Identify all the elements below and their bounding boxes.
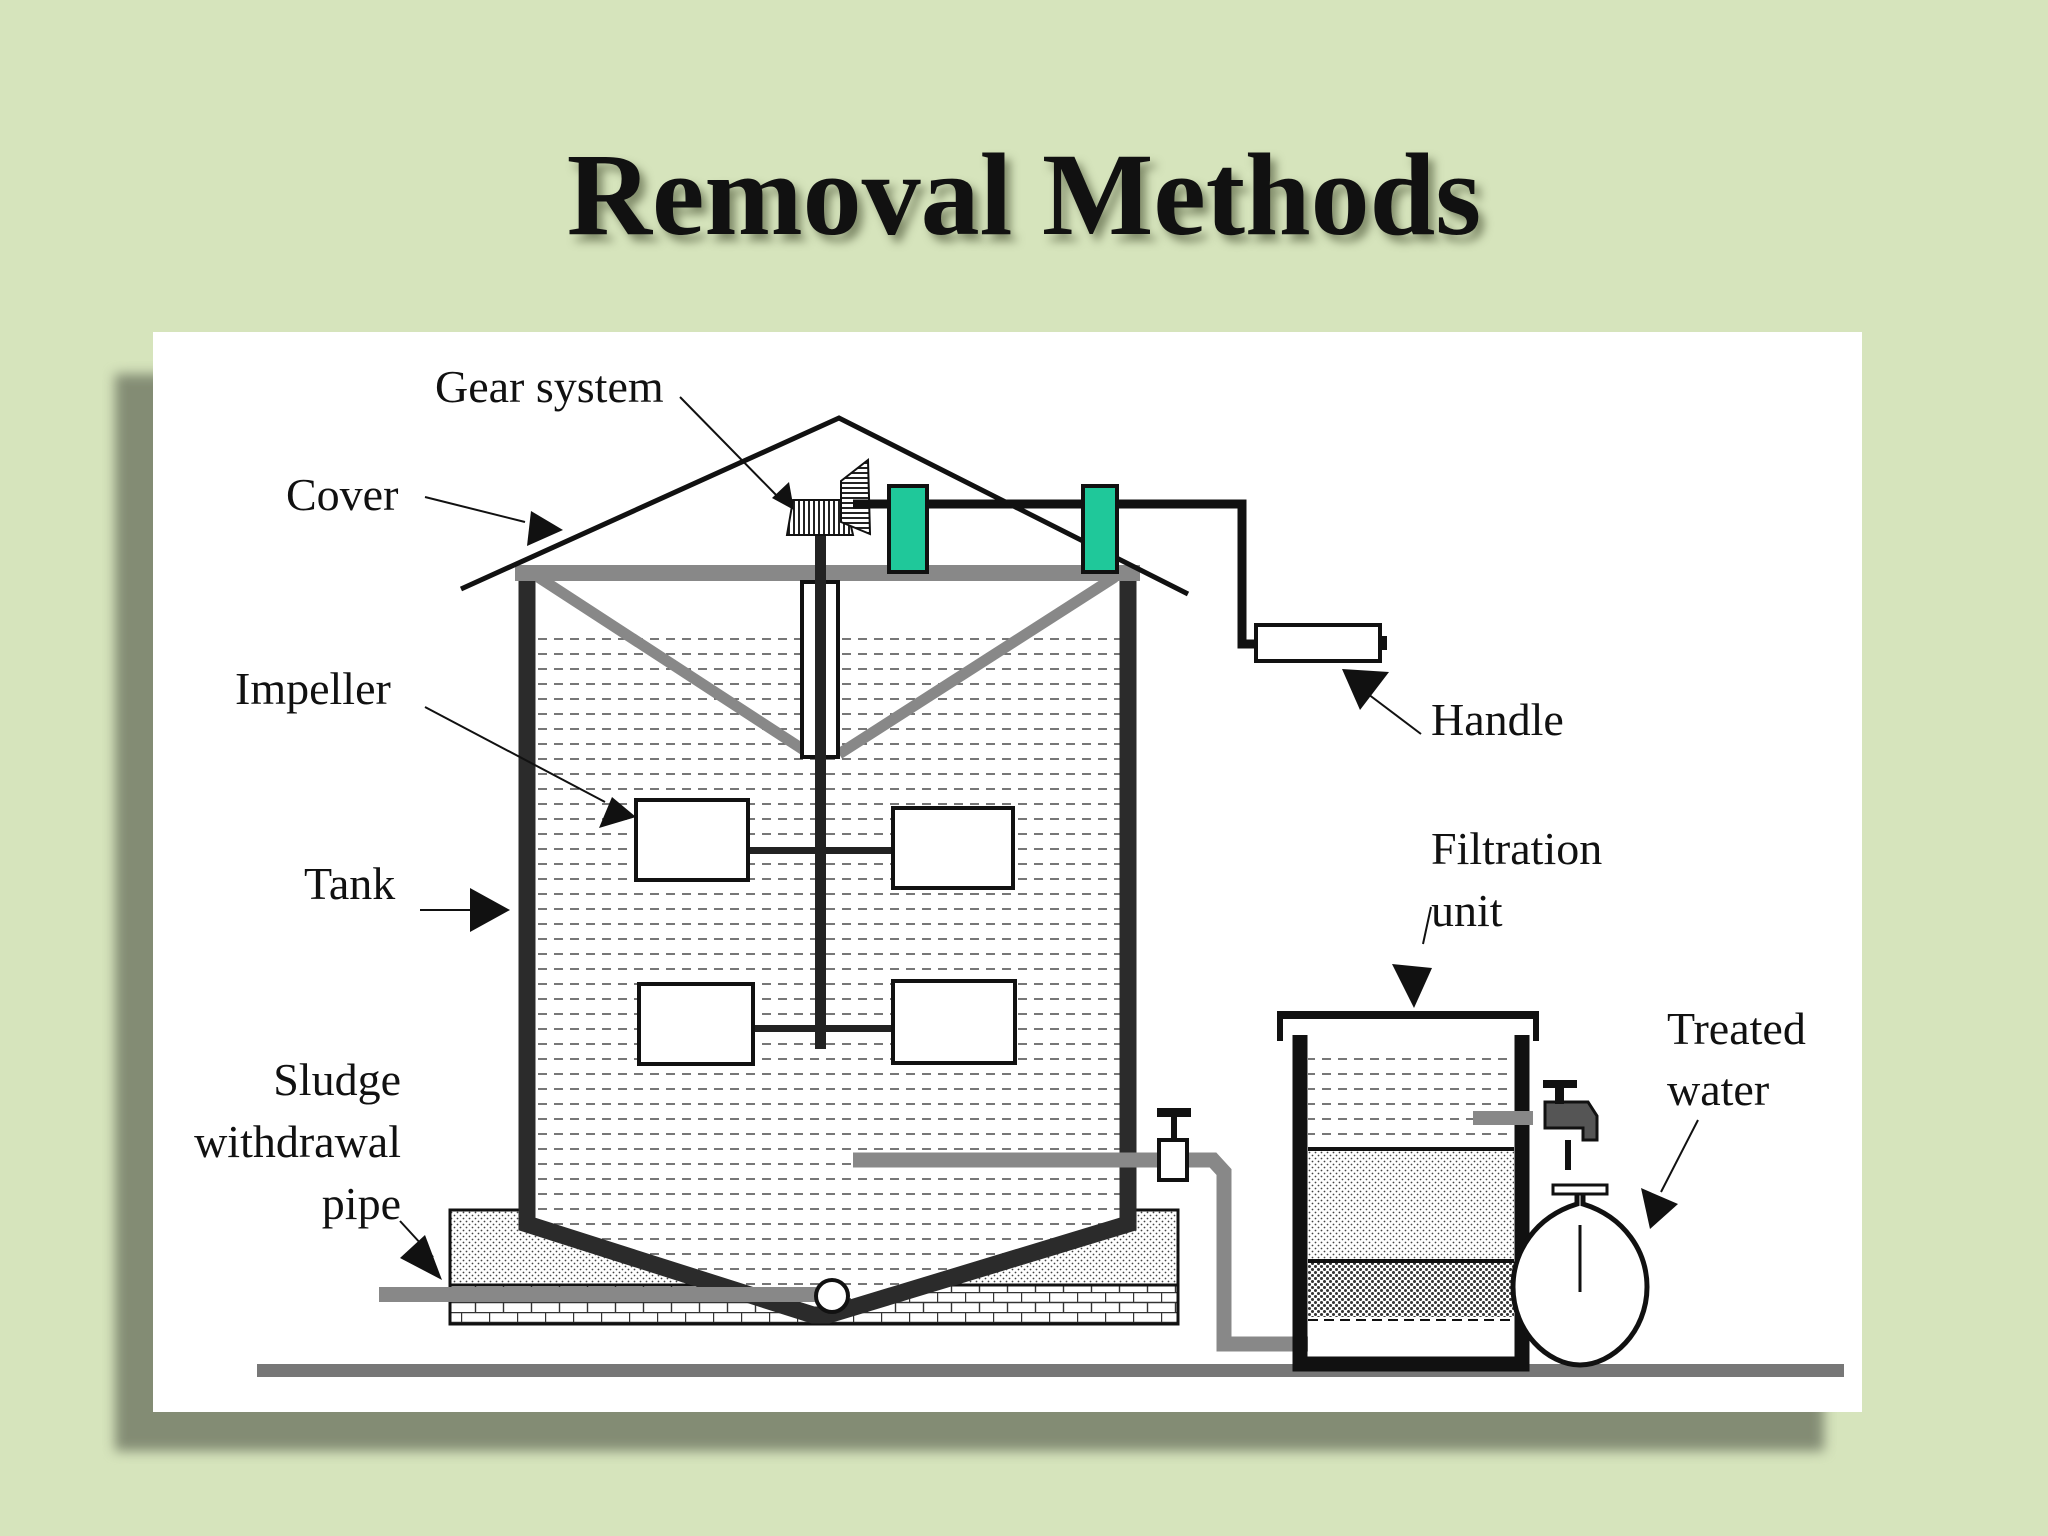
water-treatment-diagram: Gear system Cover Impeller Tank Sludge w… xyxy=(194,361,1844,1377)
tank-braces xyxy=(535,572,1118,759)
label-treated-line1: Treated xyxy=(1667,1003,1806,1054)
tank-support-bar xyxy=(515,565,1140,581)
label-cover: Cover xyxy=(286,469,398,520)
impeller-paddle xyxy=(637,982,755,1066)
label-gear-system: Gear system xyxy=(435,361,664,412)
label-sludge-line2: withdrawal xyxy=(194,1116,401,1167)
bearing xyxy=(1081,484,1119,574)
arrow-impeller xyxy=(599,797,636,828)
arrow-cover xyxy=(527,511,563,546)
tank-cover xyxy=(459,415,1190,597)
sludge-valve xyxy=(814,1278,850,1314)
bearing xyxy=(887,484,929,574)
label-tank: Tank xyxy=(304,858,395,909)
label-sludge-line1: Sludge xyxy=(273,1054,401,1105)
arrowheads xyxy=(400,482,1678,1280)
impeller-paddle xyxy=(634,798,750,882)
diagram-figure: Gear system Cover Impeller Tank Sludge w… xyxy=(153,332,1862,1412)
arrow-sludge xyxy=(400,1235,442,1280)
treated-water-flask xyxy=(1510,1183,1650,1368)
outlet-valve xyxy=(1157,1108,1191,1182)
impeller-paddle xyxy=(891,806,1015,890)
gear-system xyxy=(785,457,872,536)
label-handle: Handle xyxy=(1431,694,1564,745)
arrow-handle xyxy=(1342,669,1389,710)
arrow-treated xyxy=(1641,1188,1678,1229)
slide-title: Removal Methods xyxy=(566,129,1482,260)
impeller-shaft xyxy=(815,517,826,1049)
handle-crank-rod xyxy=(853,499,1263,649)
impeller-paddle xyxy=(891,979,1017,1065)
label-sludge-line3: pipe xyxy=(322,1178,401,1229)
handle-end xyxy=(1379,636,1387,650)
leader-lines xyxy=(399,396,1699,1258)
arrow-tank xyxy=(470,888,510,932)
ground-line xyxy=(257,1364,1844,1377)
handle-grip xyxy=(1254,623,1382,663)
tap xyxy=(1473,1080,1599,1170)
label-filtration-line2: unit xyxy=(1431,885,1503,936)
filtration-unit xyxy=(1277,1011,1539,1372)
label-filtration-line1: Filtration xyxy=(1431,823,1602,874)
outlet-pipe xyxy=(853,1152,1421,1352)
sludge-withdrawal-pipe xyxy=(379,1287,816,1302)
impeller xyxy=(634,798,1017,1066)
label-treated-line2: water xyxy=(1667,1064,1769,1115)
tank-wall xyxy=(518,579,1137,1324)
arrow-filtration xyxy=(1392,964,1432,1008)
arrow-gear-system xyxy=(772,482,794,510)
label-impeller: Impeller xyxy=(235,663,391,714)
